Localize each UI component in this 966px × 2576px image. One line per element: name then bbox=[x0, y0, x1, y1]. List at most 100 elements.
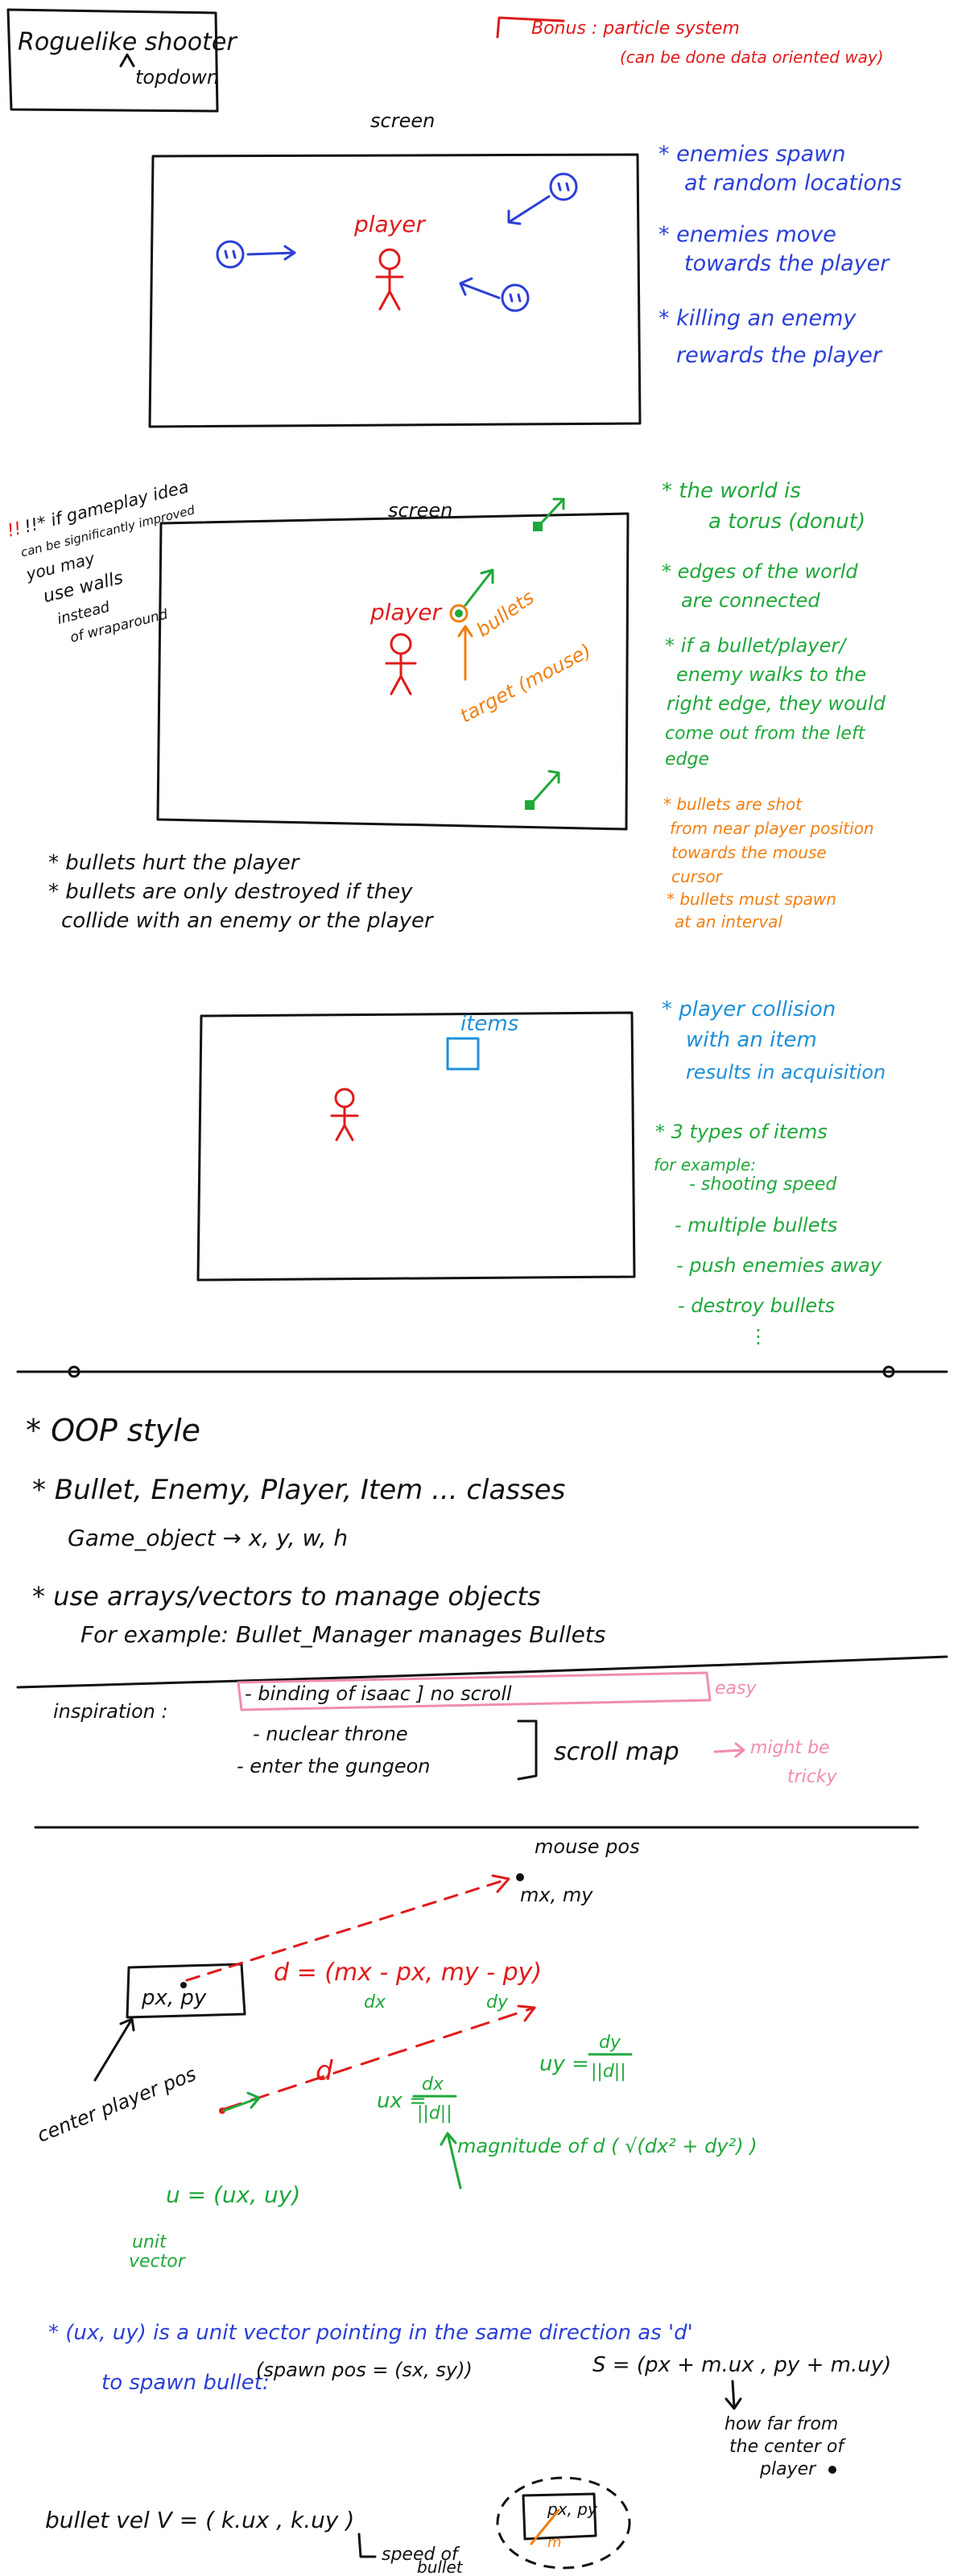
center-label-group: center player pos bbox=[34, 2062, 200, 2147]
inspiration-label: inspiration : bbox=[53, 1700, 168, 1723]
d-dashed-arrow-mid bbox=[222, 2006, 536, 2111]
oop-line-3: * use arrays/vectors to manage objects bbox=[32, 1581, 541, 1612]
s1-note-2: * enemies move bbox=[658, 222, 836, 247]
uy-num: dy bbox=[599, 2033, 621, 2053]
s3-type-6: ⋮ bbox=[749, 1325, 768, 1348]
uy-label: uy = bbox=[539, 2052, 589, 2076]
oop-line-1: * Bullet, Enemy, Player, Item ... classe… bbox=[32, 1474, 565, 1506]
spawn-pos: (spawn pos = (sx, sy)) bbox=[256, 2359, 473, 2381]
mouse-dot bbox=[516, 1873, 524, 1881]
section1: screen player * enemies spawn at random … bbox=[148, 109, 902, 428]
screen3-frame bbox=[196, 1011, 636, 1282]
target-label-group: target (mouse) bbox=[456, 639, 595, 727]
unit-note: * (ux, uy) is a unit vector pointing in … bbox=[48, 2321, 693, 2345]
spawn-offset-line bbox=[530, 2508, 560, 2545]
s2-green-4: * if a bullet/player/ bbox=[665, 634, 848, 657]
dy-label: dy bbox=[486, 1992, 509, 2013]
oop-line-0: * OOP style bbox=[26, 1413, 200, 1448]
enemy-arrow bbox=[507, 195, 551, 225]
magnitude-arrow bbox=[440, 2132, 462, 2190]
enemy-icon bbox=[216, 240, 245, 269]
bullets-label: bullets bbox=[473, 586, 539, 642]
items-label: items bbox=[460, 1012, 518, 1036]
u-arrow bbox=[222, 2091, 261, 2112]
bullets-label-group: bullets bbox=[473, 586, 539, 642]
bonus-corner bbox=[496, 16, 565, 39]
d-dashed-arrow-top bbox=[185, 1877, 510, 1982]
px-py-label: px, py bbox=[141, 1986, 207, 2010]
bonus-block: Bonus : particle system (can be done dat… bbox=[496, 16, 884, 67]
s2-green-0: * the world is bbox=[662, 479, 801, 503]
u-equation: u = (ux, uy) bbox=[166, 2182, 300, 2208]
bullet-velocity: bullet vel V = ( k.ux , k.uy ) bbox=[45, 2507, 354, 2533]
section2: screen !! !!* if gameplay idea can be si… bbox=[5, 477, 886, 933]
s2-green-8: edge bbox=[665, 749, 709, 770]
s1-note-0: * enemies spawn bbox=[658, 142, 845, 167]
center-player-pos-label: center player pos bbox=[34, 2062, 200, 2147]
bracket bbox=[517, 1719, 538, 1781]
title-line1: Roguelike shooter bbox=[18, 28, 237, 56]
s3-type-0: * 3 types of items bbox=[655, 1121, 828, 1143]
s3-type-4: - push enemies away bbox=[676, 1254, 882, 1277]
enemy-arrow bbox=[459, 277, 501, 299]
s1-note-4: * killing an enemy bbox=[658, 306, 857, 331]
screen2-frame bbox=[156, 512, 630, 831]
s3-note-2: results in acquisition bbox=[686, 1061, 886, 1084]
mx-my-label: mx, my bbox=[520, 1884, 593, 1906]
unit-vector-2: vector bbox=[129, 2252, 187, 2272]
magnitude-label: magnitude of d ( √(dx² + dy²) ) bbox=[457, 2135, 758, 2157]
s1-note-1: at random locations bbox=[684, 171, 902, 196]
d-label: d bbox=[316, 2055, 333, 2087]
s3-type-5: - destroy bullets bbox=[678, 1294, 835, 1317]
how-far-3: player bbox=[759, 2459, 817, 2479]
d-equation: d = (mx - px, my - py) bbox=[274, 1959, 542, 1987]
s1-note-5: rewards the player bbox=[676, 343, 883, 368]
how-far-2: the center of bbox=[729, 2437, 846, 2457]
s2-orange-1: from near player position bbox=[670, 819, 874, 838]
ux-den: ||d|| bbox=[417, 2103, 452, 2124]
s2-green-7: come out from the left bbox=[665, 724, 866, 744]
bullet-top-arrow bbox=[541, 497, 565, 523]
ux-num: dx bbox=[422, 2074, 444, 2095]
s3-type-1: for example: bbox=[654, 1155, 756, 1174]
oop-section: * OOP style * Bullet, Enemy, Player, Ite… bbox=[26, 1413, 605, 1648]
speed-of-2: bullet bbox=[417, 2557, 464, 2576]
s2-green-1: a torus (donut) bbox=[708, 510, 865, 534]
bonus-line2: (can be done data oriented way) bbox=[620, 47, 884, 67]
dx-label: dx bbox=[364, 1992, 386, 2013]
enemy-icon bbox=[549, 172, 578, 201]
s2-black-0: * bullets hurt the player bbox=[48, 851, 301, 875]
caret-mark bbox=[119, 53, 135, 68]
target-arrow bbox=[457, 625, 473, 681]
divider-1 bbox=[16, 1365, 948, 1378]
screen1-frame bbox=[148, 153, 642, 428]
center-arrow bbox=[93, 2017, 135, 2082]
s2-orange-3: cursor bbox=[671, 867, 724, 886]
player3-stickfigure bbox=[330, 1088, 359, 1141]
item-box-icon bbox=[446, 1037, 480, 1071]
enemy1-bottomright bbox=[459, 277, 530, 312]
enemy1-left bbox=[216, 240, 296, 269]
bullet-near-player bbox=[449, 604, 469, 623]
s3-type-2: - shooting speed bbox=[689, 1174, 837, 1195]
speed-arrow bbox=[357, 2533, 377, 2558]
s3-note-1: with an item bbox=[686, 1028, 817, 1052]
s2-green-6: right edge, they would bbox=[667, 692, 886, 715]
enemy-icon bbox=[501, 283, 530, 312]
oop-line-4: For example: Bullet_Manager manages Bull… bbox=[80, 1621, 605, 1648]
s2-green-2: * edges of the world bbox=[662, 560, 858, 583]
math-section: mouse pos mx, my px, py center player po… bbox=[34, 1835, 891, 2576]
player2-stickfigure bbox=[385, 633, 417, 696]
s2-black-1: * bullets are only destroyed if they bbox=[48, 880, 413, 904]
oop-line-2: Game_object → x, y, w, h bbox=[68, 1525, 348, 1551]
inspiration-nuclear: - nuclear throne bbox=[253, 1723, 408, 1745]
player1-label: player bbox=[353, 211, 427, 237]
how-far-arrow bbox=[724, 2380, 742, 2410]
binding-highlight-box bbox=[237, 1671, 712, 1711]
bullet-dot bbox=[455, 609, 463, 617]
small-player-box bbox=[522, 2492, 597, 2541]
title-line2: topdown bbox=[135, 66, 219, 89]
d-origin-dot bbox=[219, 2107, 225, 2114]
bullet-top-edge bbox=[533, 522, 543, 531]
